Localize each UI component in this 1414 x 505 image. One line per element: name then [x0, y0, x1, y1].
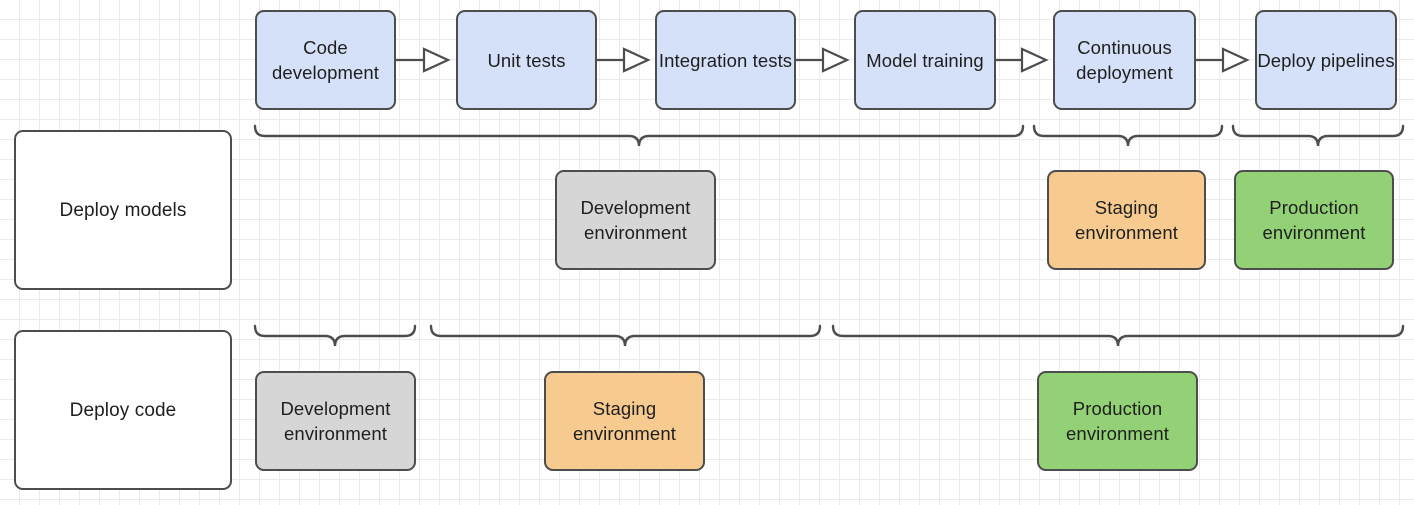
stage-node-model-training[interactable]: Model training: [854, 10, 996, 110]
arrow-integration-tests-to-model-training: [796, 47, 854, 73]
environment-label: Development environment: [580, 197, 691, 243]
environment-node-deploy-code-staging[interactable]: Staging environment: [544, 371, 705, 471]
environment-node-deploy-models-staging[interactable]: Staging environment: [1047, 170, 1206, 270]
environment-node-deploy-code-production[interactable]: Production environment: [1037, 371, 1198, 471]
stage-node-code-development[interactable]: Code development: [255, 10, 396, 110]
brace-deploy-code-staging: [429, 324, 822, 350]
stage-node-unit-tests[interactable]: Unit tests: [456, 10, 597, 110]
stage-label: Unit tests: [487, 49, 566, 71]
environment-node-deploy-models-production[interactable]: Production environment: [1234, 170, 1394, 270]
lane-label-deploy-models[interactable]: Deploy models: [14, 130, 232, 290]
environment-label: Production environment: [1262, 197, 1366, 243]
arrow-code-development-to-unit-tests: [396, 47, 456, 73]
environment-label: Development environment: [280, 398, 391, 444]
arrow-model-training-to-continuous-deployment: [996, 47, 1053, 73]
brace-deploy-models-production: [1231, 124, 1405, 150]
stage-label: Continuous deployment: [1076, 37, 1173, 83]
stage-label: Integration tests: [658, 49, 793, 71]
environment-node-deploy-code-development[interactable]: Development environment: [255, 371, 416, 471]
lane-label-deploy-code[interactable]: Deploy code: [14, 330, 232, 490]
stage-node-continuous-deployment[interactable]: Continuous deployment: [1053, 10, 1196, 110]
environment-label: Staging environment: [1075, 197, 1178, 243]
lane-label: Deploy models: [59, 199, 187, 221]
environment-node-deploy-models-development[interactable]: Development environment: [555, 170, 716, 270]
stage-label: Code development: [271, 37, 380, 83]
lane-label: Deploy code: [69, 399, 177, 421]
arrow-continuous-deployment-to-deploy-pipelines: [1196, 47, 1255, 73]
brace-deploy-models-staging: [1032, 124, 1224, 150]
brace-deploy-code-production: [831, 324, 1405, 350]
stage-label: Deploy pipelines: [1257, 49, 1395, 71]
brace-deploy-code-development: [253, 324, 417, 350]
brace-deploy-models-development: [253, 124, 1025, 150]
stage-label: Model training: [866, 49, 984, 71]
environment-label: Production environment: [1066, 398, 1169, 444]
stage-node-integration-tests[interactable]: Integration tests: [655, 10, 796, 110]
stage-node-deploy-pipelines[interactable]: Deploy pipelines: [1255, 10, 1397, 110]
arrow-unit-tests-to-integration-tests: [597, 47, 655, 73]
environment-label: Staging environment: [573, 398, 676, 444]
